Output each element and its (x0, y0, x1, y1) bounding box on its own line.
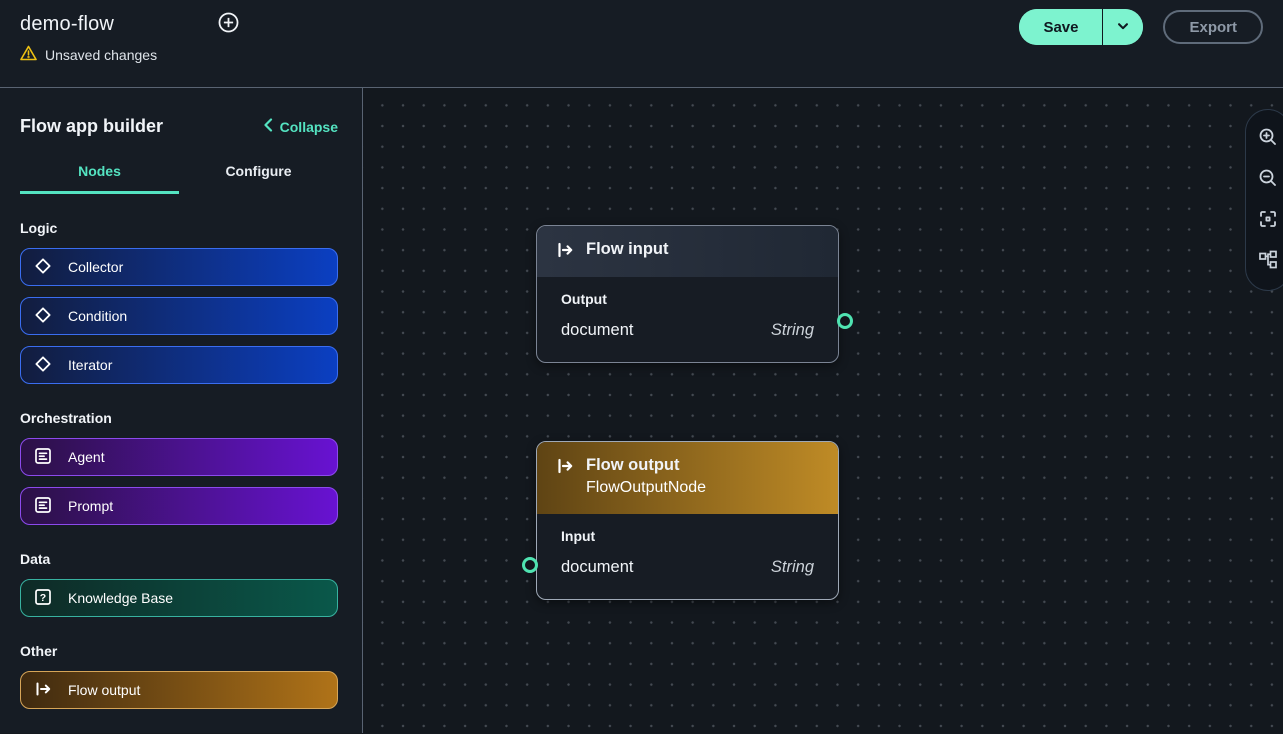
tab-configure[interactable]: Configure (225, 163, 292, 179)
canvas-node-flow-output[interactable]: Flow output FlowOutputNode Input documen… (522, 441, 839, 600)
unsaved-changes-label: Unsaved changes (45, 46, 158, 63)
chevron-left-icon (262, 118, 274, 135)
tab-nodes[interactable]: Nodes (20, 163, 179, 194)
zoom-out-icon (1258, 168, 1278, 191)
header-left: demo-flow Unsaved changes (20, 12, 239, 87)
node-body: Output document String (537, 277, 838, 362)
save-button[interactable]: Save (1019, 9, 1103, 45)
node-palette-item-iterator[interactable]: Iterator (20, 346, 338, 384)
section-heading-other: Other (20, 643, 58, 659)
item-label: Collector (68, 259, 124, 275)
form-icon (33, 446, 53, 469)
export-button[interactable]: Export (1163, 10, 1263, 44)
warning-icon (20, 45, 37, 64)
output-port[interactable] (837, 313, 853, 329)
form-icon (33, 495, 53, 518)
node-palette-item-knowledge-base[interactable]: ? Knowledge Base (20, 579, 338, 617)
zoom-out-button[interactable] (1258, 168, 1278, 191)
fit-view-icon (1258, 209, 1278, 232)
collapse-button[interactable]: Collapse (262, 118, 338, 135)
node-palette-item-agent[interactable]: Agent (20, 438, 338, 476)
io-section-label: Input (561, 528, 596, 544)
item-label: Agent (68, 449, 105, 465)
diamond-icon (33, 354, 53, 377)
sidebar-tabs: Nodes Configure (20, 163, 338, 194)
node-body: Input document String (537, 514, 838, 599)
collapse-label: Collapse (279, 118, 338, 135)
field-name: document (561, 558, 634, 576)
top-header: demo-flow Unsaved changes Save (0, 0, 1283, 88)
canvas-zoom-toolbar (1245, 109, 1283, 291)
item-label: Condition (68, 308, 128, 324)
flow-output-icon (555, 456, 575, 500)
field-name: document (561, 321, 634, 339)
item-label: Iterator (68, 357, 113, 373)
zoom-in-icon (1258, 127, 1278, 150)
item-label: Prompt (68, 498, 114, 514)
page-title: demo-flow (20, 12, 115, 35)
io-section-label: Output (561, 291, 607, 307)
node-header: Flow output FlowOutputNode (537, 442, 838, 514)
flow-input-icon (555, 240, 575, 265)
section-heading-logic: Logic (20, 220, 58, 236)
sidebar-title: Flow app builder (20, 116, 163, 136)
auto-layout-button[interactable] (1258, 250, 1278, 273)
item-label: Flow output (68, 682, 141, 698)
chevron-down-icon (1116, 19, 1130, 36)
node-subtitle: FlowOutputNode (586, 479, 707, 496)
unsaved-changes-status: Unsaved changes (20, 45, 239, 64)
node-palette-item-collector[interactable]: Collector (20, 248, 338, 286)
field-type: String (770, 558, 814, 576)
field-type: String (770, 321, 814, 339)
node-header: Flow input (537, 226, 838, 277)
input-port[interactable] (522, 557, 538, 573)
section-heading-data: Data (20, 551, 51, 567)
add-node-button[interactable] (218, 12, 239, 36)
diamond-icon (33, 305, 53, 328)
node-palette-item-condition[interactable]: Condition (20, 297, 338, 335)
item-label: Knowledge Base (68, 590, 174, 606)
svg-text:?: ? (40, 592, 46, 604)
section-heading-orchestration: Orchestration (20, 410, 112, 426)
node-title: Flow output (586, 456, 680, 474)
flow-builder-sidebar: Flow app builder Collapse Nodes Configur… (0, 88, 363, 733)
save-split-button: Save (1019, 9, 1144, 45)
canvas-node-flow-input[interactable]: Flow input Output document String (536, 225, 853, 363)
save-button-divider (1102, 9, 1104, 45)
node-title: Flow input (586, 240, 669, 258)
node-palette-item-flow-output[interactable]: Flow output (20, 671, 338, 709)
flow-output-icon (33, 679, 53, 702)
question-box-icon: ? (33, 587, 53, 610)
fit-view-button[interactable] (1258, 209, 1278, 232)
plus-circle-icon (218, 12, 239, 36)
node-palette-item-prompt[interactable]: Prompt (20, 487, 338, 525)
flow-canvas[interactable]: Flow input Output document String Fl (363, 88, 1283, 733)
header-actions: Save Export (1019, 9, 1263, 87)
diamond-icon (33, 256, 53, 279)
auto-layout-icon (1258, 250, 1278, 273)
zoom-in-button[interactable] (1258, 127, 1278, 150)
save-options-button[interactable] (1103, 9, 1144, 45)
